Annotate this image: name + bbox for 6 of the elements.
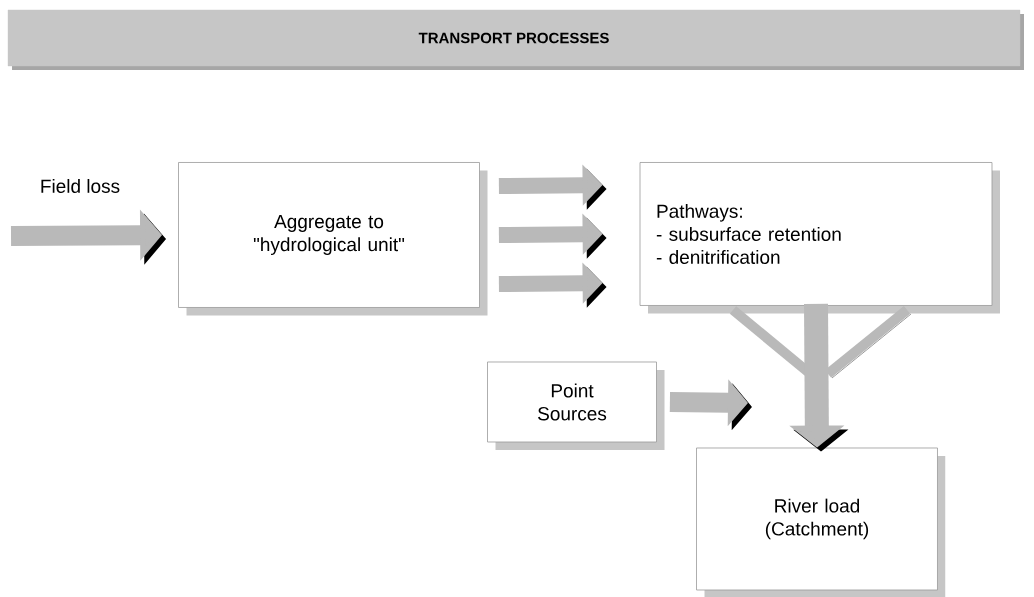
process-box: Pathways: - subsurface retention - denitrification <box>639 162 1000 314</box>
process-box: Aggregate to "hydrological unit" <box>178 162 488 316</box>
edge-label: Field loss <box>41 179 120 193</box>
process-box: River load (Catchment) <box>696 447 946 597</box>
process-box: Point Sources <box>487 361 665 450</box>
title-band: TRANSPORT PROCESSES <box>7 9 1024 70</box>
